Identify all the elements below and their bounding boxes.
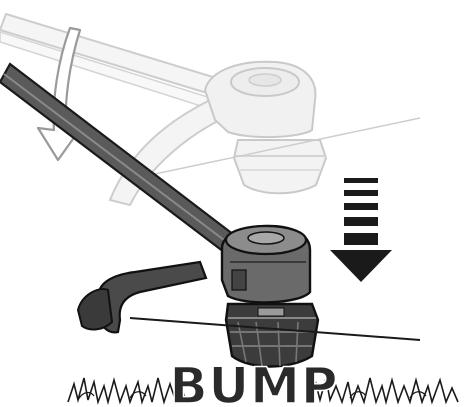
down-arrow-large	[36, 26, 82, 162]
trimmer	[0, 62, 421, 368]
bump-caption: BUMP	[169, 357, 338, 407]
guard-front	[76, 288, 114, 331]
down-arrow-dashed	[330, 178, 392, 282]
ghost-spool-head	[232, 139, 328, 195]
trimmer-shaft	[0, 62, 240, 257]
grass	[67, 376, 459, 406]
spool-head	[224, 302, 320, 368]
ghost-trimmer-line	[149, 117, 421, 176]
trimmer-line	[129, 317, 421, 341]
